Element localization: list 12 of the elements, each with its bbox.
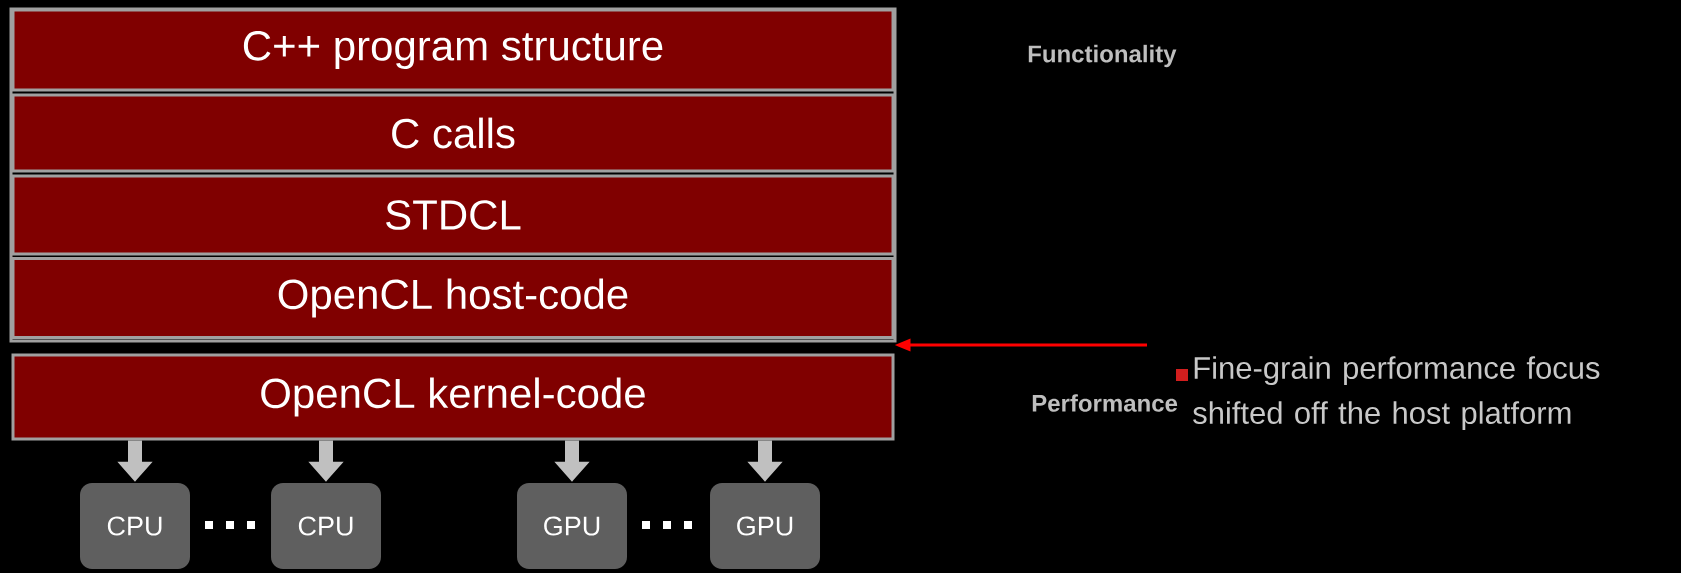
layer-box: C calls [11, 93, 895, 173]
layer-box: OpenCL kernel-code [11, 353, 895, 441]
layer-box: STDCL [11, 174, 895, 256]
processor-box: CPU [80, 483, 190, 569]
side-label: Functionality [1028, 44, 1177, 68]
layer-box: OpenCL host-code [11, 257, 895, 339]
note-text: Fine-grain performance focus shifted off the host platform [1193, 356, 1600, 431]
processor-box: GPU [710, 483, 820, 569]
processor-box: GPU [517, 483, 627, 569]
processor-box: CPU [271, 483, 381, 569]
side-label: Performance [1032, 394, 1178, 412]
layer-box: C++ program structure [11, 8, 895, 92]
